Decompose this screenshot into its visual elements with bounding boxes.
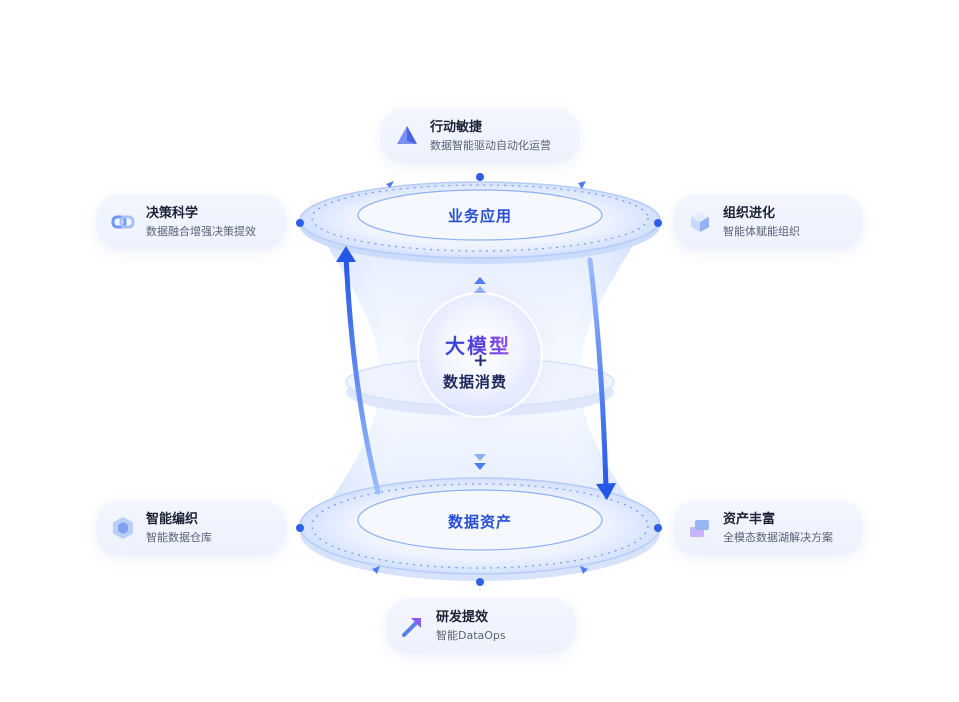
card-top-title: 行动敏捷 [430,120,483,135]
card-top: 行动敏捷 数据智能驱动自动化运营 [380,108,580,164]
arrow-up-right-icon [402,618,421,637]
card-bottom-subtitle: 智能DataOps [436,629,506,642]
card-left-top-subtitle: 数据融合增强决策提效 [146,225,256,238]
card-left-bottom-title: 智能编织 [146,512,199,527]
layers-icon [690,520,709,537]
arrow-up-left [343,253,381,495]
link-chain-icon [111,215,135,229]
card-left-top-title: 决策科学 [146,206,199,221]
card-left-bottom-subtitle: 智能数据仓库 [146,531,212,544]
card-bottom: 研发提效 智能DataOps [386,598,576,654]
top-orbit-arrow-left [386,181,394,188]
top-orbit-arrow-right [578,181,586,189]
bottom-ring-inner [357,489,603,551]
card-right-top-title: 组织进化 [723,206,776,221]
top-ring-dot-right [654,219,662,227]
card-right-bottom: 资产丰富 全模态数据湖解决方案 [673,500,863,556]
top-ring-label: 业务应用 [447,207,512,225]
bottom-ring-orbit [311,483,649,569]
card-right-bottom-title: 资产丰富 [723,512,776,527]
card-top-subtitle: 数据智能驱动自动化运营 [430,139,551,152]
top-ring-orbit [311,184,649,252]
card-right-top: 组织进化 智能体赋能组织 [673,194,863,250]
top-ring-dot-left [296,219,304,227]
card-right-bottom-subtitle: 全模态数据湖解决方案 [723,531,833,544]
arrow-down-right [587,257,609,491]
bottom-ring-label: 数据资产 [447,513,512,531]
top-ring-inner [357,189,603,241]
pyramid-icon [397,126,417,144]
card-left-bottom: 智能编织 智能数据仓库 [96,500,286,556]
bottom-orbit-arrow-right [580,566,588,574]
cube-icon [691,212,709,232]
up-triangle-icon [474,277,486,284]
core-subtitle: 数据消费 [443,373,508,391]
down-triangle-icon [474,454,486,461]
arrow-down-right-head [596,483,616,500]
top-ring-dot-top [476,173,484,181]
core-plus: + [473,350,489,371]
bottom-orbit-arrow-left [372,566,380,574]
hexagon-icon [113,517,133,539]
bottom-ring-dot-left [296,524,304,532]
card-bottom-title: 研发提效 [436,610,489,625]
bottom-ring-dot-bottom [476,578,484,586]
card-right-top-subtitle: 智能体赋能组织 [723,225,800,238]
bottom-ring-dot-right [654,524,662,532]
down-triangle-icon-2 [474,463,486,470]
core-title: 大模型 [445,330,511,359]
hourglass-right-wall [550,230,642,520]
card-left-top: 决策科学 数据融合增强决策提效 [96,194,286,250]
hourglass-left-wall [318,230,410,520]
up-triangle-icon-2 [474,286,486,293]
arrow-up-left-head [336,246,356,262]
